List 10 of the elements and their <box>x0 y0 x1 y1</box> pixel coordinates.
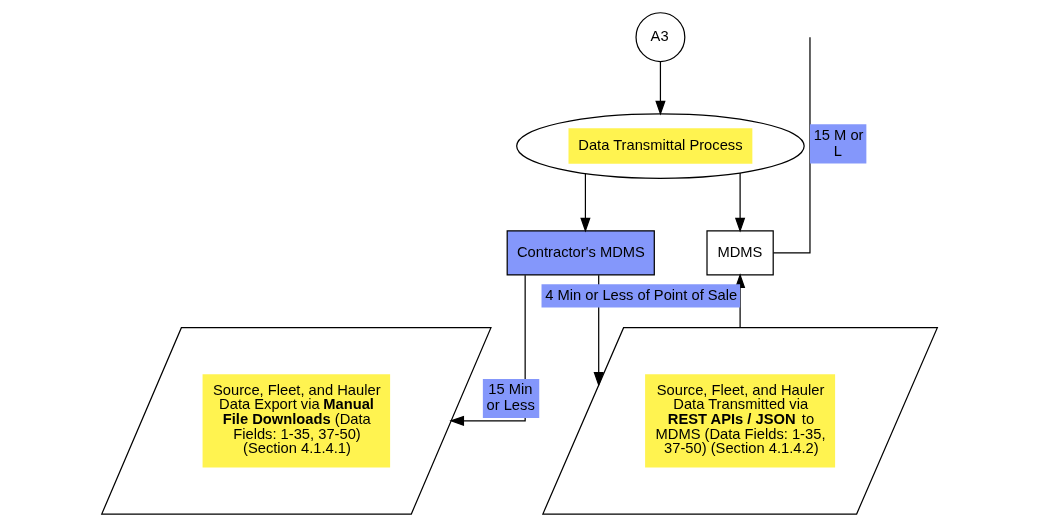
arrow <box>580 172 591 233</box>
edge-label: 4 Min or Less of Point of Sale <box>545 287 738 304</box>
node-box: MDMS <box>706 230 774 276</box>
arrow <box>655 60 666 116</box>
edge-label: 15 M or L <box>813 126 864 159</box>
arrow <box>734 172 746 233</box>
connector <box>772 36 811 254</box>
node-circle: A3 <box>635 12 686 63</box>
node-ellipse: Data Transmittal Process <box>516 113 805 179</box>
node-box: Contractor's MDMS <box>506 230 655 276</box>
